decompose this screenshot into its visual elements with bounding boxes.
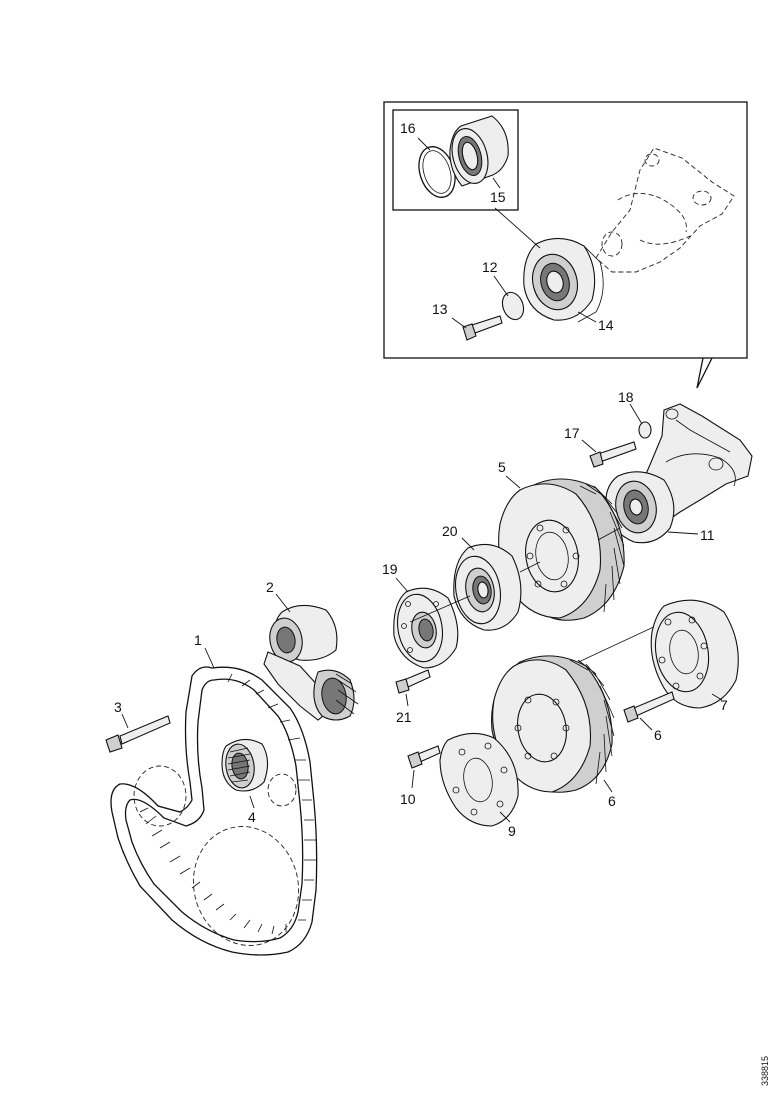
leader-4: [249, 795, 255, 809]
part-21-bolt: [395, 669, 431, 694]
callout-16: 16: [400, 120, 416, 136]
callout-14: 14: [598, 317, 614, 333]
callout-2: 2: [266, 579, 274, 595]
leader-5: [505, 475, 521, 489]
leader-15-b: [494, 207, 541, 249]
part-8-bolt: [623, 691, 675, 723]
part-3-bolt: [105, 715, 171, 753]
drawing-reference-number: 338815: [760, 1056, 770, 1086]
leader-17: [581, 439, 597, 453]
detail-inset: [383, 101, 748, 359]
callout-15: 15: [490, 189, 506, 205]
leader-19: [395, 577, 409, 593]
part-10-bolt: [407, 745, 441, 769]
part-2-tensioner: [263, 604, 359, 721]
callout-10: 10: [400, 791, 416, 807]
leader-8: [639, 717, 653, 731]
callout-5: 5: [498, 459, 506, 475]
part-14-idler-housing: [523, 237, 604, 323]
part-1-serpentine-belt: [110, 666, 318, 956]
belt-ghost-pulleys: [133, 765, 300, 946]
leader-21: [405, 693, 409, 707]
assembly-axis: [409, 527, 661, 681]
leader-18: [629, 403, 643, 425]
leader-13: [451, 317, 467, 329]
leader-14: [577, 311, 597, 323]
inset-bracket-ghost: [595, 147, 735, 273]
callout-1: 1: [194, 632, 202, 648]
leader-2: [275, 593, 291, 613]
leader-1: [204, 647, 215, 669]
callout-11: 11: [700, 527, 715, 543]
callout-labels: 1 2 3 4 5 6 6 7 9 10 11 12 13 14 15 16 1…: [114, 120, 728, 839]
callout-19: 19: [382, 561, 398, 577]
part-7-pulley: [650, 599, 739, 709]
part-17-bolt: [589, 441, 637, 468]
leader-15: [492, 177, 501, 189]
leader-12: [493, 275, 509, 297]
callout-13: 13: [432, 301, 448, 317]
callout-9: 9: [508, 823, 516, 839]
callout-6-lower: 6: [608, 793, 616, 809]
callout-17: 17: [564, 425, 580, 441]
callout-12: 12: [482, 259, 498, 275]
inset-pointer: [696, 357, 713, 389]
leader-3: [121, 713, 129, 729]
part-18-washer: [638, 421, 652, 439]
leader-6-lower: [603, 779, 613, 793]
callout-18: 18: [618, 389, 634, 405]
callout-20: 20: [442, 523, 458, 539]
leader-10: [411, 769, 415, 789]
part-6-pulley: [491, 655, 615, 793]
part-11-idler-pulley: [605, 471, 675, 544]
leader-7: [711, 693, 723, 701]
leader-11: [667, 531, 699, 535]
part-19-hub: [393, 587, 459, 669]
leader-16: [417, 137, 431, 151]
callout-7: 7: [720, 697, 728, 713]
callout-3: 3: [114, 699, 122, 715]
part-12-washer: [501, 291, 525, 321]
detail-subinset-frame: [392, 109, 519, 211]
part-13-bolt: [462, 315, 503, 341]
part-4-idler: [221, 738, 269, 792]
leader-9: [499, 811, 511, 823]
detail-inset-frame: [383, 101, 748, 359]
part-20-damper: [453, 543, 522, 631]
part-15-bearing: [449, 115, 509, 187]
callout-6-upper: 6: [654, 727, 662, 743]
leader-20: [461, 537, 475, 551]
callout-21: 21: [396, 709, 412, 725]
part-5-crank-pulley: [498, 478, 625, 621]
part-9-plate: [439, 732, 519, 827]
callout-4: 4: [248, 809, 256, 825]
